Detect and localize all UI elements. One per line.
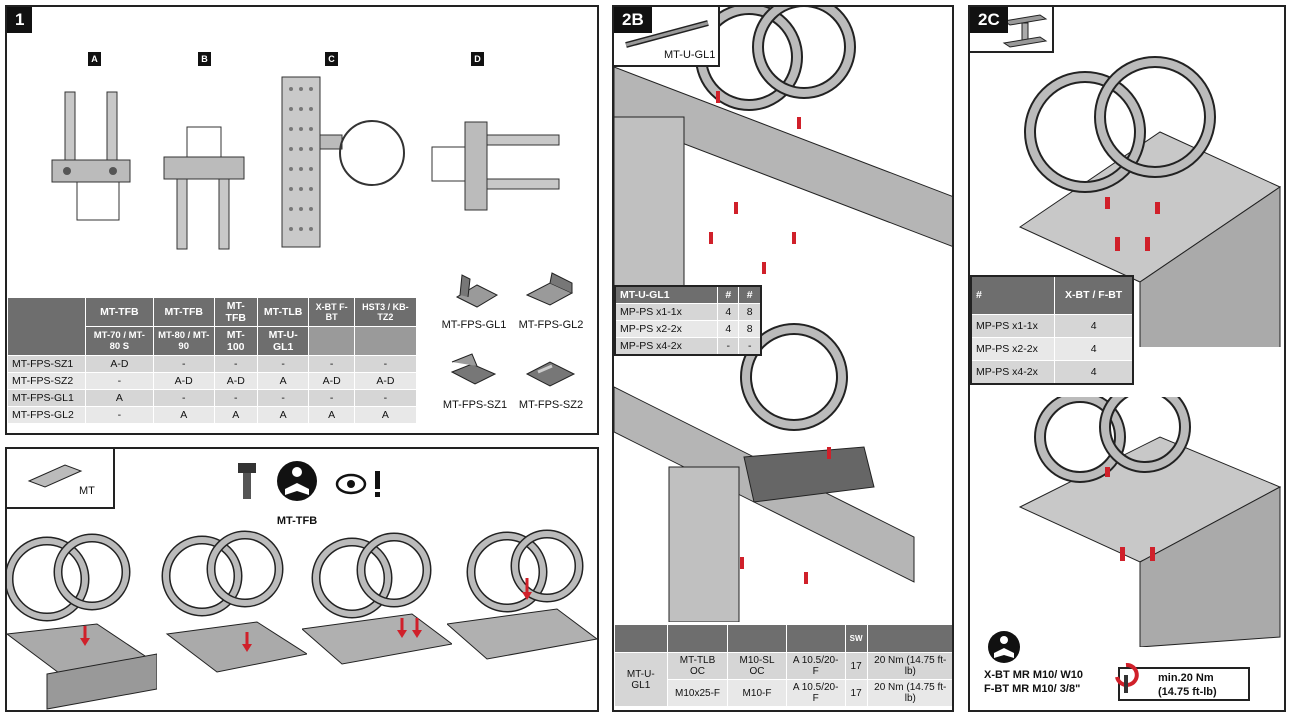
channel-icon: [27, 464, 83, 488]
table-row: MP-PS x4-2x 4: [970, 359, 1134, 384]
upper-beam-illustration: [1018, 56, 1282, 347]
col-header-4-top: MT-TLB: [256, 297, 310, 327]
panel-2a: 2A MT MT-TFB: [5, 447, 599, 712]
assembly-step-4: [447, 529, 597, 660]
variant-a-illustration: [51, 91, 131, 221]
inspect-icon: [335, 471, 380, 497]
part-gl2-illustration: [525, 272, 574, 306]
compatibility-table: MT-TFB MT-TFB MT-TFB MT-TLB X-BT F-BT HS…: [7, 297, 418, 424]
mt-inset: MT: [7, 449, 115, 509]
sw-col-header: SW: [844, 624, 868, 653]
hash-col-b: #: [738, 285, 762, 304]
torque-box: min.20 Nm (14.75 ft-lb): [1115, 662, 1250, 701]
part-sz2-illustration: [525, 361, 576, 387]
lower-beam-illustration: [1018, 397, 1282, 647]
col-header-1-bottom: MT-70 / MT-80 S: [85, 326, 154, 356]
table-row: MP-PS x2-2x 4 8: [614, 320, 762, 338]
variant-c-illustration: [281, 76, 405, 248]
variant-a-label: A: [88, 52, 101, 66]
ibeam-icon: [1002, 14, 1048, 48]
col-header-5-top: X-BT F-BT: [308, 297, 355, 327]
table-row: MT-FPS-SZ2 - A-D A-D A A-D A-D: [7, 372, 418, 390]
table-row: MP-PS x1-1x 4: [970, 313, 1134, 338]
bolt-icon: [238, 463, 256, 499]
ibeam-inset: 2C: [970, 7, 1054, 53]
variant-d-illustration: [431, 121, 560, 211]
torque-value-imperial: (14.75 ft-lb): [1158, 686, 1217, 698]
table-row: MT-FPS-SZ1 A-D - - - - -: [7, 355, 418, 373]
table-row: MP-PS x2-2x 4: [970, 336, 1134, 361]
mt-inset-label: MT: [79, 485, 95, 497]
read-manual-icon-2c: [988, 631, 1020, 663]
washer-col-header: [785, 624, 846, 653]
assembly-step-3: [302, 532, 452, 665]
x-bt-table-hash: #: [970, 275, 1056, 315]
nut-col-header: [727, 624, 787, 653]
col-header-6-bottom: [353, 326, 418, 356]
lower-assembly-illustration: [614, 323, 915, 622]
col-header-2-top: MT-TFB: [152, 297, 215, 327]
panel-1: 1 A B C D: [5, 5, 599, 435]
col-header-4-bottom: MT-U-GL1: [256, 326, 310, 356]
panel-2b-tag: 2B: [614, 7, 652, 33]
variant-b-label: B: [198, 52, 211, 66]
part-gl2-caption: MT-FPS-GL2: [518, 319, 584, 331]
x-bt-table: # X-BT / F-BT MP-PS x1-1x 4 MP-PS x2-2x …: [970, 275, 1134, 385]
part-sz1-illustration: [450, 353, 497, 385]
icon-caption: MT-TFB: [276, 515, 318, 527]
mt-u-gl1-inset: 2B MT-U-GL1: [614, 7, 720, 67]
col-header-3-top: MT-TFB: [213, 297, 258, 327]
col-header-5-bottom: [308, 326, 355, 356]
table-row: MT-FPS-GL1 A - - - - -: [7, 389, 418, 407]
col-header-6-top: HST3 / KB-TZ2: [353, 297, 418, 327]
table-row: MP-PS x4-2x - -: [614, 337, 762, 356]
fastener-line-1: X-BT MR M10/ W10: [984, 669, 1084, 681]
col-header-1-top: MT-TFB: [85, 297, 154, 327]
panel-2b: 2B MT-U-GL1 MT-U-GL1 # # MP-PS x1-1x 4 8…: [612, 5, 954, 712]
table-row: MT-U-GL1 MT-TLB OC M10-SL OC A 10.5/20-F…: [614, 652, 952, 707]
variant-b-illustration: [163, 126, 245, 250]
panel-2c-tag: 2C: [970, 7, 1008, 33]
rail-col-header: [614, 624, 668, 653]
x-bt-table-header: X-BT / F-BT: [1054, 275, 1134, 315]
upper-assembly-illustration: [614, 7, 952, 287]
part-gl1-illustration: [455, 274, 499, 308]
torque-value: min.20 Nm: [1158, 672, 1214, 684]
mt-u-gl1-table: MT-U-GL1 # # MP-PS x1-1x 4 8 MP-PS x2-2x…: [614, 285, 762, 356]
rail-icon: [625, 20, 709, 48]
read-manual-icon: [277, 461, 317, 501]
panel-2c: 2C # X-BT / F-BT MP-PS x1-1x 4 MP-PS x2-…: [968, 5, 1286, 712]
corner-cell: [7, 297, 86, 356]
panel-1-tag: 1: [7, 7, 33, 33]
part-sz2-caption: MT-FPS-SZ2: [518, 399, 584, 411]
torque-spec-table: SW MT-U-GL1 MT-TLB OC M10-SL OC A 10.5/2…: [614, 624, 952, 707]
variant-d-label: D: [471, 52, 484, 66]
table-row: M10x25-F M10-F A 10.5/20-F 17 20 Nm (14.…: [614, 679, 952, 707]
torque-col-header: [866, 624, 952, 653]
part-gl1-caption: MT-FPS-GL1: [441, 319, 507, 331]
mt-u-gl1-inset-label: MT-U-GL1: [664, 49, 716, 61]
table-row: MP-PS x1-1x 4 8: [614, 303, 762, 321]
torque-wrench-icon: [1115, 662, 1139, 693]
part-sz1-caption: MT-FPS-SZ1: [442, 399, 508, 411]
table-row: MT-FPS-GL2 - A A A A A: [7, 406, 418, 424]
row-label: MT-U-GL1: [614, 652, 668, 707]
variant-c-label: C: [325, 52, 338, 66]
mt-u-gl1-table-title: MT-U-GL1: [614, 285, 719, 304]
col-header-3-bottom: MT-100: [213, 326, 258, 356]
col-header-2-bottom: MT-80 / MT-90: [152, 326, 215, 356]
bolt-col-header: [666, 624, 729, 653]
hash-col-a: #: [717, 285, 740, 304]
assembly-step-2: [161, 530, 307, 673]
fastener-line-2: F-BT MR M10/ 3/8": [984, 683, 1081, 695]
assembly-step-1: [7, 533, 157, 710]
